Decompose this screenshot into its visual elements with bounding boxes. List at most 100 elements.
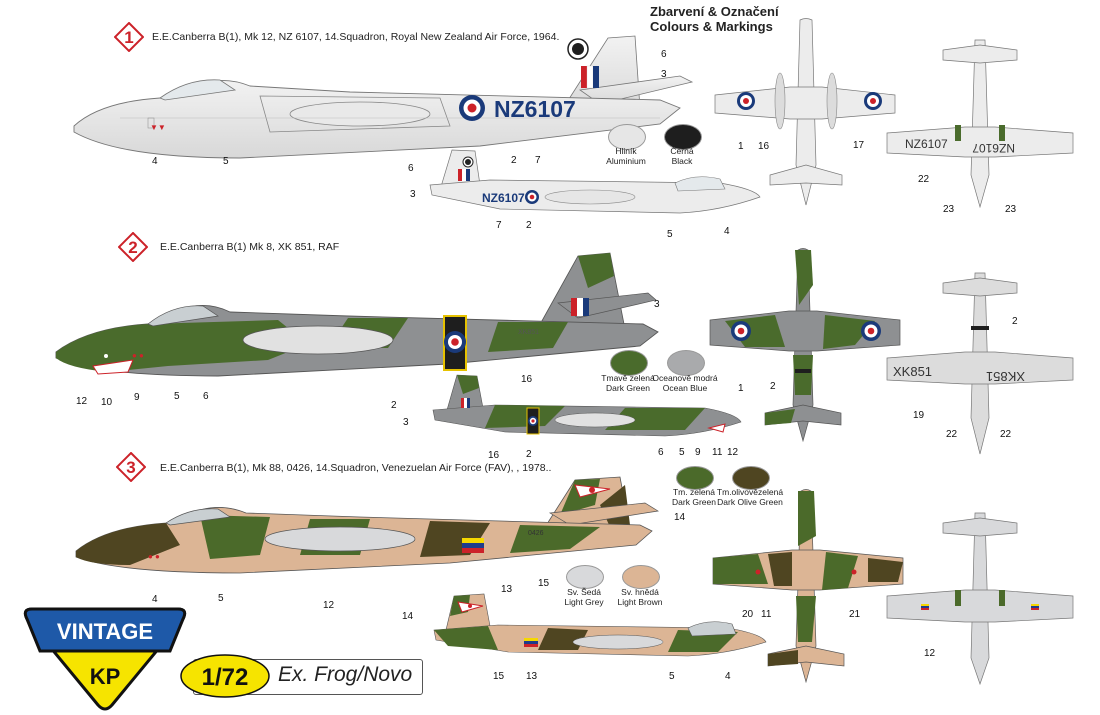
callout: 11	[761, 609, 772, 620]
callout: 1	[738, 383, 744, 394]
callout: 21	[849, 609, 861, 620]
svg-text:1: 1	[124, 28, 133, 47]
scheme-3-side-view: 0426 ● ●	[75, 476, 659, 574]
callout: 3	[654, 299, 660, 310]
callout: 12	[323, 600, 335, 611]
callout: 22	[1000, 429, 1012, 440]
swatch-ocean-blue	[667, 350, 705, 376]
callout: 12	[727, 447, 739, 458]
callout: 2	[526, 449, 532, 460]
scheme-2-top-view	[709, 248, 901, 443]
svg-text:NZ6107: NZ6107	[905, 137, 948, 151]
callout: 23	[1005, 204, 1017, 215]
callout: 3	[410, 189, 416, 200]
svg-text:XK851: XK851	[518, 329, 539, 336]
callout: 12	[924, 648, 936, 659]
callout: 2	[391, 400, 397, 411]
scheme-2-number: 2	[118, 232, 148, 262]
svg-text:XK851: XK851	[893, 364, 932, 379]
callout: 5	[218, 593, 224, 604]
callout: 13	[501, 584, 513, 595]
callout: 5	[679, 447, 685, 458]
scheme-3-title: E.E.Canberra B(1), Mk 88, 0426, 14.Squad…	[160, 462, 552, 474]
scheme-3-number: 3	[116, 452, 146, 482]
callout: 22	[918, 174, 930, 185]
scheme-1-side-view: ▼▼ NZ6107	[73, 35, 694, 159]
svg-text:NZ6107: NZ6107	[482, 191, 525, 205]
callout: 2	[770, 381, 776, 392]
callout: 2	[526, 220, 532, 231]
callout: 12	[76, 396, 88, 407]
callout: 16	[488, 450, 500, 461]
callout: 9	[134, 392, 140, 403]
callout: 3	[403, 417, 409, 428]
callout: 5	[223, 156, 229, 167]
scheme-1-title: E.E.Canberra B(1), Mk 12, NZ 6107, 14.Sq…	[152, 31, 560, 43]
callout: 6	[408, 163, 414, 174]
callout: 1	[738, 141, 744, 152]
callout: 15	[493, 671, 505, 682]
callout: 7	[535, 155, 541, 166]
scheme-2-bottom-view: XK851 XK851	[886, 272, 1074, 455]
callout: 4	[725, 671, 731, 682]
scale-badge: 1/72	[180, 654, 270, 698]
callout: 16	[521, 374, 533, 385]
svg-text:▼▼: ▼▼	[150, 123, 166, 132]
callout: 14	[674, 512, 686, 523]
callout: 22	[946, 429, 958, 440]
svg-text:XK851: XK851	[986, 369, 1025, 384]
callout: 7	[496, 220, 502, 231]
svg-text:NZ6107: NZ6107	[972, 141, 1015, 155]
scheme-1-number: 1	[114, 22, 144, 52]
swatch-light-brown	[622, 565, 660, 589]
callout: 5	[667, 229, 673, 240]
callout: 6	[658, 447, 664, 458]
scheme-2-small-profile	[432, 374, 742, 437]
svg-text:3: 3	[126, 458, 135, 477]
callout: 15	[538, 578, 550, 589]
callout: 4	[152, 594, 158, 605]
callout: 13	[526, 671, 538, 682]
vintage-kp-logo: VINTAGE KP	[23, 607, 187, 711]
callout: 17	[853, 140, 865, 151]
callout: 10	[101, 397, 113, 408]
callout: 16	[758, 141, 770, 152]
heading-english: Colours & Markings	[650, 19, 773, 34]
scheme-2-side-view: XK851 ● ●	[55, 252, 659, 377]
callout: 4	[152, 156, 158, 167]
swatch-dark-green	[610, 350, 648, 376]
scheme-1-small-profile: NZ6107	[429, 149, 761, 214]
callout: 6	[661, 49, 667, 60]
swatch-dark-green-3	[676, 466, 714, 490]
svg-text:2: 2	[128, 238, 137, 257]
scheme-2-title: E.E.Canberra B(1) Mk 8, XK 851, RAF	[160, 241, 340, 253]
svg-text:NZ6107: NZ6107	[494, 96, 576, 122]
scheme-1-bottom-view: NZ6107 NZ6107	[886, 39, 1074, 209]
callout: 5	[174, 391, 180, 402]
callout: 4	[724, 226, 730, 237]
callout: 6	[203, 391, 209, 402]
callout: 2	[511, 155, 517, 166]
swatch-light-grey	[566, 565, 604, 589]
callout: 3	[661, 69, 667, 80]
svg-text:0426: 0426	[528, 530, 544, 537]
callout: 11	[712, 447, 723, 458]
svg-text:KP: KP	[90, 664, 121, 689]
callout: 14	[402, 611, 414, 622]
swatch-black	[664, 124, 702, 150]
heading-czech: Zbarvení & Označení	[650, 4, 779, 19]
callout: 9	[695, 447, 701, 458]
scale-subtitle: Ex. Frog/Novo	[278, 663, 413, 686]
scheme-3-top-view	[712, 489, 904, 684]
scheme-1-top-view	[714, 18, 896, 206]
svg-text:VINTAGE: VINTAGE	[57, 619, 153, 644]
callout: 19	[913, 410, 925, 421]
callout: 23	[943, 204, 955, 215]
